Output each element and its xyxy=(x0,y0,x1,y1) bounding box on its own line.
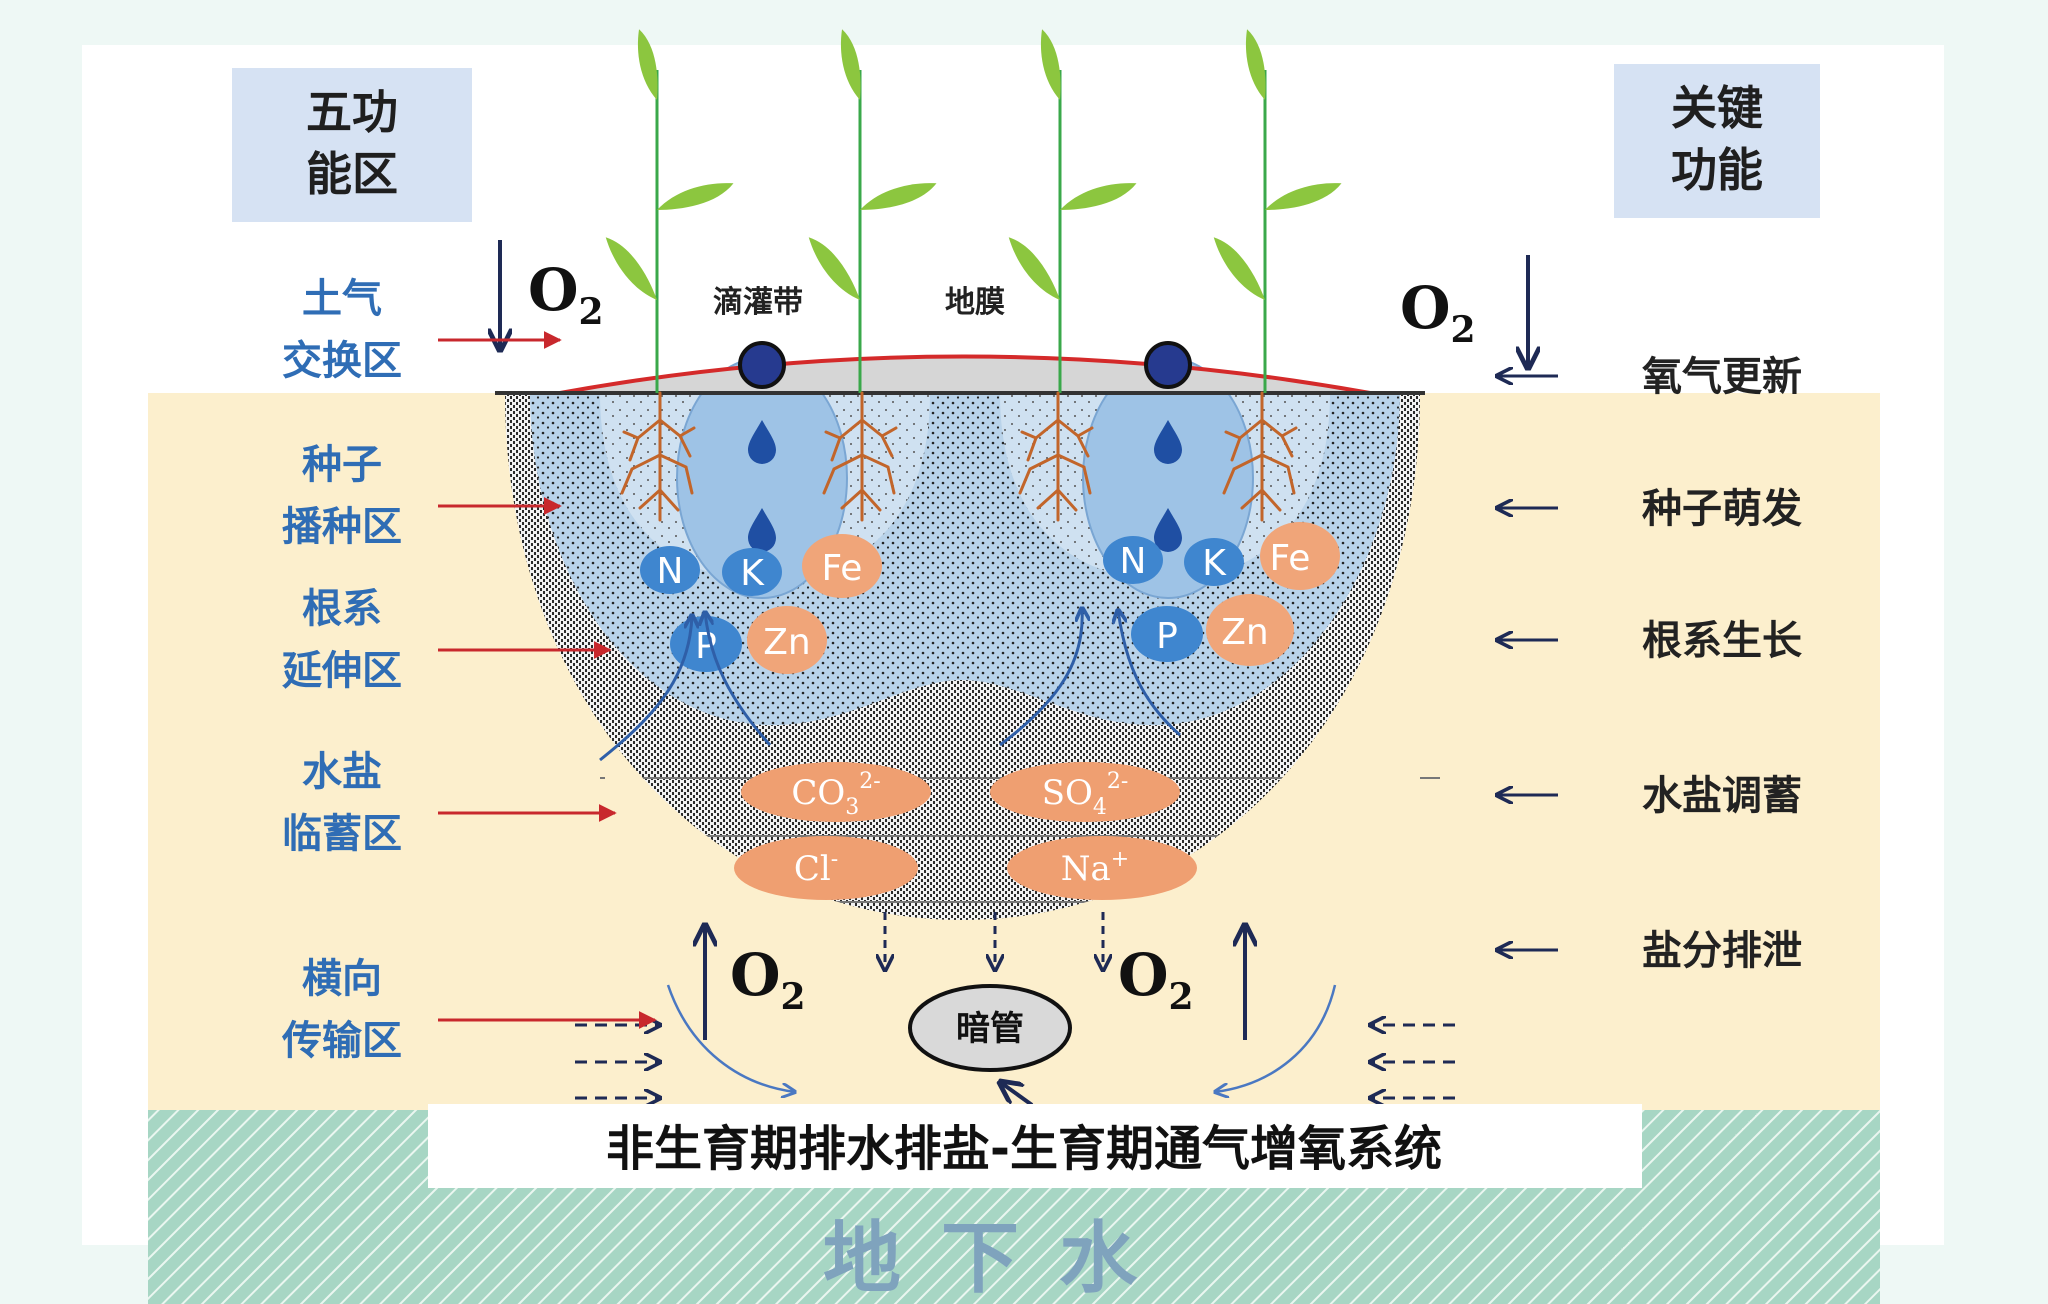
nutrient-label: Fe xyxy=(822,548,863,589)
diagram-caption: 非生育期排水排盐-生育期通气增氧系统 xyxy=(606,1121,1442,1177)
water-drop-icon xyxy=(1154,508,1182,552)
function-label: 盐分排泄 xyxy=(1642,928,1802,974)
salt-ions: CO32- SO42- Cl- Na+ xyxy=(734,762,1197,900)
drip-tape-label: 滴灌带 xyxy=(713,285,803,320)
plant-icon xyxy=(605,29,1342,393)
o2-inflow-arrows xyxy=(500,240,1528,368)
function-label: 水盐调蓄 xyxy=(1642,773,1802,819)
root-icon xyxy=(620,391,1298,522)
nutrients-right: N K Fe P Zn xyxy=(1103,522,1340,666)
nutrient-label: Fe xyxy=(1270,538,1311,579)
water-drop-icon xyxy=(1154,420,1182,464)
drainage-arrows xyxy=(885,912,1103,970)
zone-label: 种子 xyxy=(302,442,382,488)
water-drop-icon xyxy=(748,508,776,552)
drain-pipe xyxy=(908,984,1072,1072)
nutrient-label: P xyxy=(695,626,717,667)
salt-label-co3: CO32- xyxy=(791,769,880,820)
function-label: 根系生长 xyxy=(1642,618,1802,664)
header-zones-line2: 能区 xyxy=(306,147,398,201)
caption-box xyxy=(428,1104,1642,1188)
mulch-label: 地膜 xyxy=(945,285,1005,320)
nutrients-left: N K Fe P Zn xyxy=(640,534,882,674)
nutrient-label: K xyxy=(1202,543,1227,584)
mulch-film-edge xyxy=(559,354,1371,395)
o2-label: O2 xyxy=(1400,274,1476,351)
zone-label: 临蓄区 xyxy=(282,811,402,857)
drain-pipe-label: 暗管 xyxy=(956,1009,1024,1049)
function-label: 氧气更新 xyxy=(1642,354,1802,400)
drip-tape-left-icon xyxy=(738,341,786,389)
salt-label-na: Na+ xyxy=(1061,847,1129,889)
salt-label-cl: Cl- xyxy=(794,847,838,889)
zone-label: 根系 xyxy=(302,586,382,632)
groundwater-label: 地下水 xyxy=(823,1214,1177,1304)
o2-label: O2 xyxy=(1118,941,1194,1018)
function-label: 种子萌发 xyxy=(1642,486,1802,532)
zone-label: 播种区 xyxy=(282,504,402,550)
zone-label: 传输区 xyxy=(281,1018,402,1064)
nutrient-label: N xyxy=(657,551,684,592)
zone-label: 交换区 xyxy=(282,338,402,384)
lateral-inflow-arrows xyxy=(575,1025,1455,1098)
header-box-zones xyxy=(232,68,472,222)
zone-label: 土气 xyxy=(302,276,382,322)
water-drop-icon xyxy=(748,420,776,464)
nutrient-label: P xyxy=(1156,616,1178,657)
nutrient-label: K xyxy=(740,553,765,594)
o2-label: O2 xyxy=(528,256,604,333)
uptake-arrows xyxy=(599,608,1181,762)
nutrient-label: Zn xyxy=(763,622,810,663)
o2-rise-arrows xyxy=(705,925,1245,1040)
salt-label-so4: SO42- xyxy=(1042,769,1129,820)
nutrient-label: N xyxy=(1120,541,1147,582)
header-functions-line1: 关键 xyxy=(1671,81,1763,135)
nutrient-label: Zn xyxy=(1221,612,1268,653)
zone-label: 延伸区 xyxy=(282,648,402,694)
o2-label: O2 xyxy=(730,941,806,1018)
header-box-functions xyxy=(1614,64,1820,218)
header-functions-line2: 功能 xyxy=(1671,143,1763,197)
drip-tape-right-icon xyxy=(1144,341,1192,389)
header-zones-line1: 五功 xyxy=(306,85,398,139)
zone-label: 横向 xyxy=(302,956,382,1002)
lateral-flow-curves xyxy=(666,984,1337,1107)
zone-label: 水盐 xyxy=(302,749,382,795)
